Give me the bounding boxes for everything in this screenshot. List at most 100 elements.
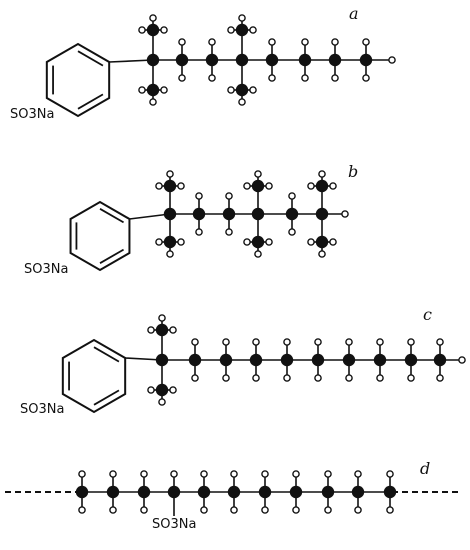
hydrogen-atom xyxy=(362,38,370,46)
carbon-atom xyxy=(163,179,177,193)
hydrogen-atom xyxy=(292,506,300,514)
carbon-atom xyxy=(167,485,181,499)
hydrogen-atom xyxy=(265,182,273,190)
hydrogen-atom xyxy=(458,356,466,364)
carbon-atom xyxy=(285,207,299,221)
hydrogen-atom xyxy=(252,374,260,382)
hydrogen-atom xyxy=(324,506,332,514)
carbon-atom xyxy=(373,353,387,367)
hydrogen-atom xyxy=(388,56,396,64)
carbon-atom xyxy=(315,179,329,193)
ring-double-bond xyxy=(99,248,125,264)
hydrogen-atom xyxy=(376,338,384,346)
carbon-atom xyxy=(298,53,312,67)
carbon-atom xyxy=(197,485,211,499)
hydrogen-atom xyxy=(138,26,146,34)
hydrogen-atom xyxy=(191,338,199,346)
carbon-atom xyxy=(383,485,397,499)
hydrogen-atom xyxy=(252,338,260,346)
hydrogen-atom xyxy=(158,398,166,406)
hydrogen-atom xyxy=(268,74,276,82)
hydrogen-atom xyxy=(147,386,155,394)
hydrogen-atom xyxy=(283,338,291,346)
hydrogen-atom xyxy=(140,470,148,478)
carbon-atom xyxy=(188,353,202,367)
hydrogen-atom xyxy=(109,470,117,478)
hydrogen-atom xyxy=(225,192,233,200)
carbon-atom xyxy=(315,235,329,249)
hydrogen-atom xyxy=(345,374,353,382)
hydrogen-atom xyxy=(288,192,296,200)
hydrogen-atom xyxy=(376,374,384,382)
carbon-atom xyxy=(192,207,206,221)
hydrogen-atom xyxy=(307,238,315,246)
carbon-atom xyxy=(222,207,236,221)
hydrogen-atom xyxy=(149,98,157,106)
hydrogen-atom xyxy=(249,26,257,34)
hydrogen-atom xyxy=(166,170,174,178)
hydrogen-atom xyxy=(225,228,233,236)
benzene-ring-layer xyxy=(45,42,131,414)
carbon-atom xyxy=(75,485,89,499)
hydrogen-atom xyxy=(195,192,203,200)
hydrogen-atom xyxy=(354,470,362,478)
hydrogen-atom xyxy=(160,26,168,34)
hydrogen-atom xyxy=(227,86,235,94)
hydrogen-atom xyxy=(318,250,326,258)
bond xyxy=(109,59,154,63)
hydrogen-atom xyxy=(230,506,238,514)
hydrogen-atom xyxy=(238,98,246,106)
hydrogen-atom xyxy=(283,374,291,382)
hydrogen-atom xyxy=(268,38,276,46)
carbon-atom xyxy=(163,207,177,221)
hydrogen-atom xyxy=(254,170,262,178)
hydrogen-atom xyxy=(160,86,168,94)
carbon-atom xyxy=(433,353,447,367)
panel-label-c: c xyxy=(423,305,432,324)
ring-double-bond xyxy=(77,93,104,110)
hydrogen-atom xyxy=(254,250,262,258)
ring-double-bond xyxy=(99,208,125,224)
hydrogen-atom xyxy=(243,238,251,246)
carbon-atom xyxy=(235,23,249,37)
carbon-atom xyxy=(258,485,272,499)
hydrogen-atom xyxy=(177,182,185,190)
panel-label-b: b xyxy=(348,162,359,181)
hydrogen-atom xyxy=(436,374,444,382)
carbon-atom xyxy=(359,53,373,67)
hydrogen-atom xyxy=(345,338,353,346)
hydrogen-atom xyxy=(178,38,186,46)
carbon-atom xyxy=(251,179,265,193)
carbon-atom xyxy=(205,53,219,67)
ring-double-bond xyxy=(77,50,104,67)
hydrogen-atom xyxy=(314,338,322,346)
carbon-atom xyxy=(249,353,263,367)
panel-label-a: a xyxy=(349,4,359,23)
hydrogen-atom xyxy=(243,182,251,190)
benzene-ring xyxy=(61,338,127,414)
carbon-atom xyxy=(235,53,249,67)
hydrogen-atom xyxy=(354,506,362,514)
hydrogen-atom xyxy=(386,470,394,478)
hydrogen-atom xyxy=(314,374,322,382)
carbon-atom xyxy=(321,485,335,499)
ring-double-bond xyxy=(93,346,120,363)
carbon-atom xyxy=(251,207,265,221)
carbon-atom xyxy=(155,353,169,367)
hydrogen-atom xyxy=(292,470,300,478)
substituent-label-d: SO3Na xyxy=(152,517,197,532)
carbon-atom xyxy=(235,83,249,97)
carbon-atom xyxy=(351,485,365,499)
hydrogen-atom xyxy=(222,374,230,382)
hydrogen-atom xyxy=(149,14,157,22)
hydrogen-atom xyxy=(386,506,394,514)
carbon-atom xyxy=(311,353,325,367)
hydrogen-atom xyxy=(155,238,163,246)
hydrogen-atom xyxy=(177,238,185,246)
hydrogen-atom xyxy=(407,338,415,346)
hydrogen-atom xyxy=(301,38,309,46)
carbon-atom xyxy=(155,383,169,397)
hydrogen-atom xyxy=(407,374,415,382)
hydrogen-atom xyxy=(169,386,177,394)
hydrogen-atom xyxy=(288,228,296,236)
